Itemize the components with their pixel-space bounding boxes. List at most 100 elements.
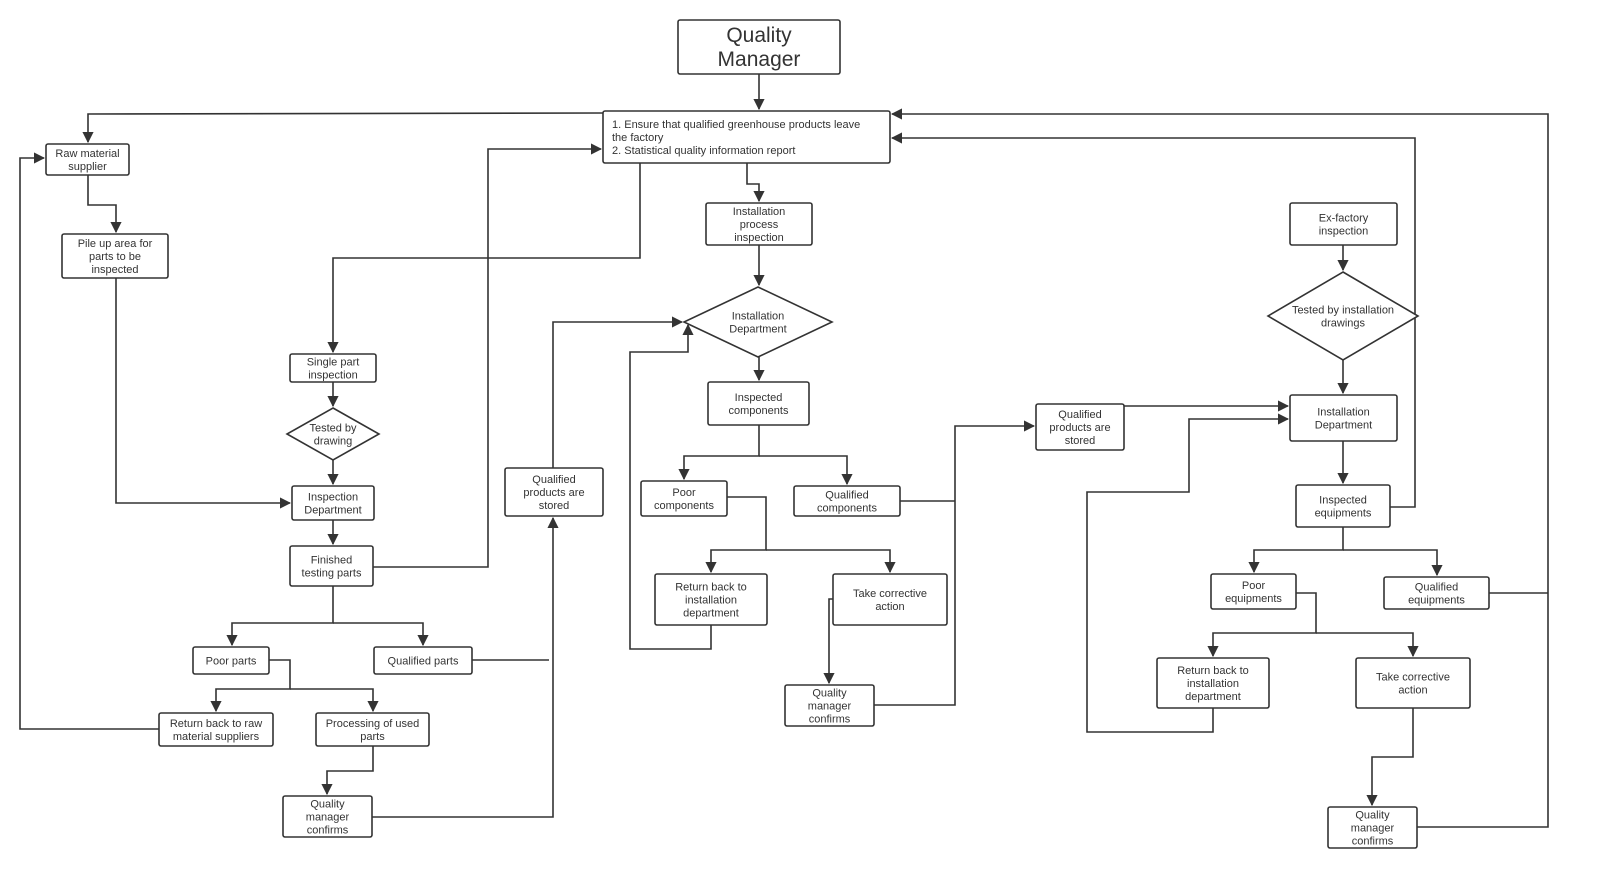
finished-testing-parts-label-line: Finished [311, 555, 353, 567]
connector-processing-used-parts-to-qm-confirms-1 [321, 746, 374, 796]
qualified-stored-2-box-shape [1035, 403, 1125, 451]
poor-components-box-shape [640, 480, 728, 517]
return-to-installation-2-label-line: installation [1187, 678, 1239, 690]
installation-department-2-label-line: Department [1315, 420, 1372, 432]
qm-confirms-2-box-shape [784, 684, 875, 727]
connector-inspected-equipments-to-ensure [890, 132, 1416, 508]
return-to-installation-2-box-shape [1156, 657, 1270, 709]
connector-poor-equipments-to-corrective-action-2 [1316, 632, 1419, 658]
raw-material-supplier-label-line: supplier [68, 161, 107, 173]
inspected-components-box-shape [707, 381, 810, 426]
inspected-equipments-label-line: Inspected [1319, 495, 1367, 507]
corrective-action-1-box-shape [832, 573, 948, 626]
qm-confirms-2-label-line: manager [808, 701, 852, 713]
tested-by-drawing-label-line: drawing [314, 436, 353, 448]
inspected-components-label-line: Inspected [735, 392, 783, 404]
tested-by-installation-drawings-label-line: drawings [1321, 318, 1366, 330]
raw-material-supplier-label-line: Raw material [55, 148, 119, 160]
qualified-parts-label-line: Qualified parts [388, 656, 459, 668]
qm-confirms-3-label-line: confirms [1352, 836, 1394, 848]
quality-manager-label-line: Manager [718, 48, 801, 71]
processing-used-parts-box-shape [315, 712, 430, 747]
ex-factory-inspection-box-shape [1289, 202, 1398, 246]
corrective-action-2-box-shape [1355, 657, 1471, 709]
inspected-equipments-box-shape [1295, 484, 1391, 528]
connector-inspected-components-to-qualified-components [759, 455, 853, 486]
qualified-components-label-line: Qualified [825, 490, 868, 502]
qualified-parts-box-shape [373, 646, 473, 675]
qualified-equipments-box-shape [1383, 576, 1490, 610]
qm-confirms-1-label-line: Quality [310, 799, 345, 811]
connector-ensure-to-single-part-inspection [327, 163, 641, 354]
quality-manager-label-line: Quality [726, 24, 792, 47]
node-poor-parts: Poor parts [192, 646, 270, 675]
pile-up-area-label-line: Pile up area for [78, 238, 153, 250]
single-part-inspection-label-line: inspection [308, 370, 358, 382]
quality-manager-box-shape [677, 19, 841, 75]
processing-used-parts-label-line: Processing of used [326, 718, 420, 730]
connector-ensure-to-raw-material-supplier [82, 112, 604, 144]
qm-confirms-1-box-shape [282, 795, 373, 838]
qm-confirms-2-label-line: confirms [809, 714, 851, 726]
return-to-installation-2-label-line: department [1185, 691, 1241, 703]
return-to-installation-2-label-line: Return back to [1177, 665, 1249, 677]
qm-confirms-1-label-line: confirms [307, 825, 349, 837]
corrective-action-1-label-line: action [875, 601, 904, 613]
connector-finished-testing-parts-to-qualified-parts [333, 622, 429, 647]
node-qualified-parts: Qualified parts [373, 646, 473, 675]
return-to-installation-1-label-line: department [683, 608, 739, 620]
connector-finished-testing-parts-to-poor-parts [226, 586, 334, 647]
pile-up-area-label-line: inspected [91, 264, 138, 276]
connector-pile-up-area-to-inspection-department [115, 278, 292, 509]
node-ensure: 1. Ensure that qualified greenhouse prod… [602, 110, 891, 164]
inspected-components-label-line: components [729, 405, 789, 417]
installation-department-2-box-shape [1289, 394, 1398, 442]
connector-layer [19, 74, 1549, 828]
qualified-components-label-line: components [817, 503, 877, 515]
return-to-raw-suppliers-label-line: material suppliers [173, 731, 260, 743]
inspection-department-box-shape [291, 485, 375, 521]
connector-corrective-action-2-to-qm-confirms-3 [1366, 708, 1414, 807]
finished-testing-parts-label-line: testing parts [302, 568, 362, 580]
pile-up-area-label-line: parts to be [89, 251, 141, 263]
return-to-installation-1-label-line: installation [685, 595, 737, 607]
return-to-raw-suppliers-box-shape [158, 712, 274, 747]
qualified-components-box-shape [793, 485, 901, 517]
qualified-equipments-label-line: Qualified [1415, 582, 1458, 594]
ensure-box-shape [602, 110, 891, 164]
qualified-stored-2-label-line: products are [1049, 422, 1110, 434]
poor-components-label-line: Poor [672, 487, 696, 499]
installation-process-inspection-label-line: process [740, 219, 779, 231]
connector-inspected-equipments-to-poor-equipments [1248, 527, 1344, 574]
qm-confirms-3-label-line: Quality [1355, 810, 1390, 822]
ex-factory-inspection-label-line: inspection [1319, 226, 1369, 238]
tested-by-installation-drawings-decision-shape [1266, 271, 1420, 361]
qm-confirms-3-box-shape [1327, 806, 1418, 849]
poor-parts-box-shape [192, 646, 270, 675]
inspection-department-label-line: Inspection [308, 492, 358, 504]
connector-qualified-stored-1-to-installation-department-1 [552, 316, 684, 468]
poor-components-label-line: components [654, 500, 714, 512]
return-to-raw-suppliers-label-line: Return back to raw [170, 718, 262, 730]
connector-return-to-raw-suppliers-to-raw-material-supplier [19, 152, 159, 730]
ensure-label-line: 2. Statistical quality information repor… [612, 145, 795, 157]
